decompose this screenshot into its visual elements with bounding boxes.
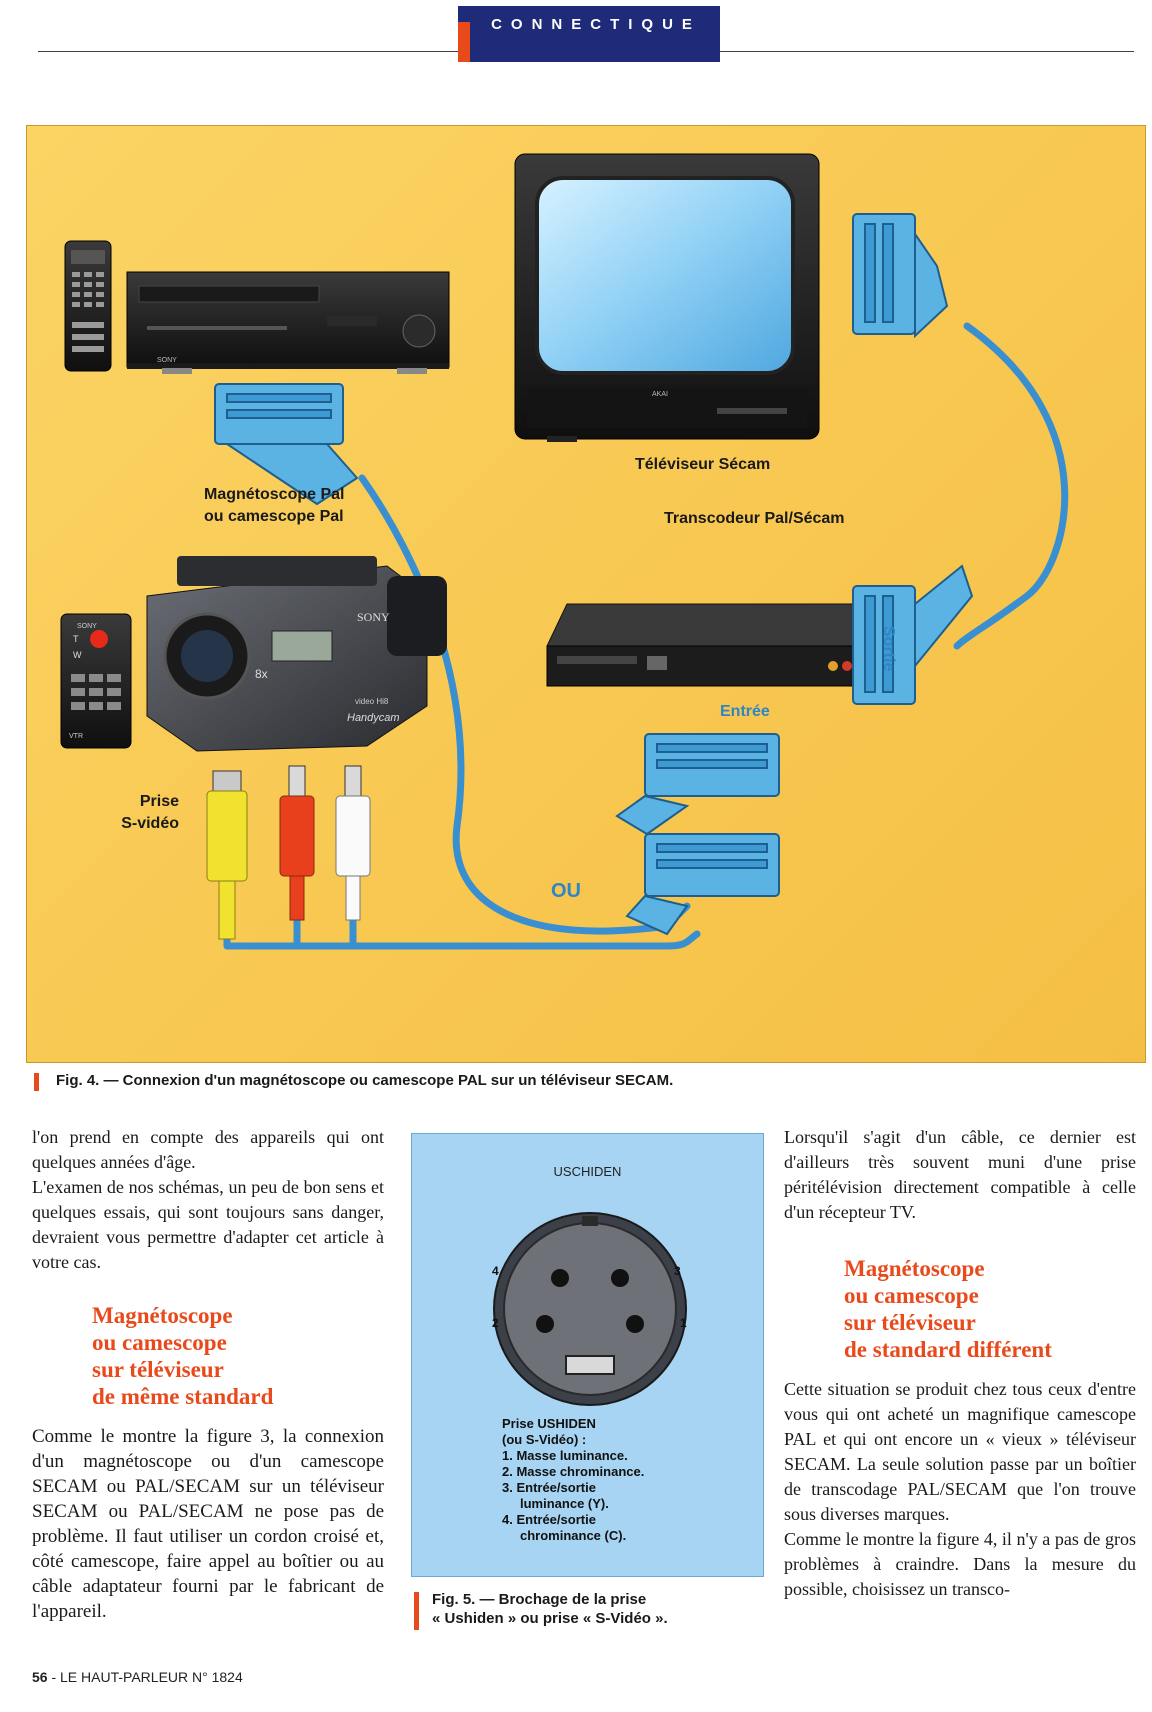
fig5-legend-item: 3. Entrée/sortie luminance (Y). xyxy=(502,1480,609,1511)
scart-connector-svideo xyxy=(625,833,780,936)
output-label: Sortie xyxy=(880,626,897,672)
fig5-legend-item: 2. Masse chrominance. xyxy=(502,1464,645,1479)
transcoder-device xyxy=(546,603,896,687)
pin-4-label: 4 xyxy=(492,1264,499,1278)
svideo-plug xyxy=(206,770,248,940)
source-label-line1: Magnétoscope Pal xyxy=(204,486,345,503)
rca-plug-white xyxy=(335,765,371,921)
page-footer: 56 - LE HAUT-PARLEUR N° 1824 xyxy=(32,1669,243,1685)
col1-heading: Magnétoscope ou camescope sur téléviseur… xyxy=(92,1302,273,1410)
col1-para2: L'examen de nos schémas, un peu de bon s… xyxy=(32,1177,384,1272)
col1-heading-line3: sur téléviseur xyxy=(92,1357,224,1382)
col3-heading-line1: Magnétoscope xyxy=(844,1256,985,1281)
svideo-label-line1: Prise xyxy=(139,793,179,810)
column-1-bottom: Comme le montre la figure 3, la connexio… xyxy=(32,1424,384,1624)
cable-vcr-to-input xyxy=(358,474,691,935)
transcoder-label: Transcodeur Pal/Sécam xyxy=(664,510,845,527)
vcr-device: SONY xyxy=(126,271,450,374)
scart-connector-vcr xyxy=(214,383,359,506)
figure-4-connection-diagram: SONY AKAI SONY T W VTR xyxy=(26,125,1146,1063)
cable-svideo-bus xyxy=(223,912,701,950)
fig5-caption-line2: « Ushiden » ou prise « S-Vidéo ». xyxy=(432,1610,668,1627)
col3-heading-line2: ou camescope xyxy=(844,1283,979,1308)
cables xyxy=(223,322,1069,950)
camcorder-model: Handycam xyxy=(347,712,400,724)
camcorder-brand: SONY xyxy=(357,610,390,624)
camcorder-badge: video Hi8 xyxy=(355,697,389,706)
col1-para3: Comme le montre la figure 3, la connexio… xyxy=(32,1426,384,1622)
fig4-caption: Fig. 4. — Connexion d'un magnétoscope ou… xyxy=(56,1072,674,1089)
col3-para2: Cette situation se produit chez tous ceu… xyxy=(784,1379,1136,1524)
fig5-caption-bar xyxy=(414,1592,419,1630)
col1-heading-line4: de même standard xyxy=(92,1384,274,1409)
col1-heading-line1: Magnétoscope xyxy=(92,1303,233,1328)
section-header xyxy=(458,6,720,62)
column-1-top: l'on prend en compte des appareils qui o… xyxy=(32,1125,384,1275)
source-label: Magnétoscope Pal ou camescope Pal xyxy=(204,484,344,527)
pin-2-label: 2 xyxy=(492,1316,499,1330)
remote-brand: SONY xyxy=(77,623,97,630)
scart-connector-output xyxy=(852,564,974,705)
vcr-remote-control xyxy=(64,240,112,372)
figure-5-ushiden-pinout: USCHIDEN 4 3 2 1 Prise USHIDEN (ou S-Vid… xyxy=(411,1133,764,1577)
publication-name: - LE HAUT-PARLEUR N° 1824 xyxy=(51,1669,243,1685)
tv-device: AKAI xyxy=(514,153,820,442)
page-number: 56 xyxy=(32,1669,48,1685)
fig5-caption: Fig. 5. — Brochage de la prise « Ushiden… xyxy=(432,1590,668,1628)
camcorder-remote-control: SONY T W VTR xyxy=(60,613,132,749)
tv-brand: AKAI xyxy=(652,391,668,398)
pin-3-label: 3 xyxy=(674,1264,681,1278)
svideo-label: Prise S-vidéo xyxy=(109,791,179,834)
col3-para1: Lorsqu'il s'agit d'un câble, ce dernier … xyxy=(784,1127,1136,1222)
camcorder-device: SONY Handycam video Hi8 8x xyxy=(146,556,447,752)
header-rule-right xyxy=(720,51,1134,52)
cable-tv-to-output xyxy=(953,322,1069,650)
remote-vtr-label: VTR xyxy=(69,733,83,740)
tv-label: Téléviseur Sécam xyxy=(635,456,771,473)
col1-para1: l'on prend en compte des appareils qui o… xyxy=(32,1127,384,1172)
remote-w-label: W xyxy=(73,650,82,660)
fig5-title: USCHIDEN xyxy=(553,1164,622,1179)
fig5-legend: Prise USHIDEN (ou S-Vidéo) : 1. Masse lu… xyxy=(502,1416,652,1544)
fig5-legend-title: Prise USHIDEN xyxy=(502,1416,596,1431)
col3-para3: Comme le montre la figure 4, il n'y a pa… xyxy=(784,1529,1136,1599)
column-3-bottom: Cette situation se produit chez tous ceu… xyxy=(784,1377,1136,1602)
col3-heading-line3: sur téléviseur xyxy=(844,1310,976,1335)
or-label: OU xyxy=(551,880,581,902)
column-3-top: Lorsqu'il s'agit d'un câble, ce dernier … xyxy=(784,1125,1136,1225)
connection-illustration: SONY AKAI SONY T W VTR xyxy=(60,153,1069,950)
camcorder-zoom: 8x xyxy=(255,667,268,681)
svideo-label-line2: S-vidéo xyxy=(121,814,179,832)
fig5-legend-subtitle: (ou S-Vidéo) : xyxy=(502,1432,587,1447)
col1-heading-line2: ou camescope xyxy=(92,1330,227,1355)
fig4-caption-bar xyxy=(34,1073,39,1091)
input-label: Entrée xyxy=(720,703,770,720)
section-title: CONNECTIQUE xyxy=(491,16,701,33)
pin-1-label: 1 xyxy=(680,1316,687,1330)
col3-heading: Magnétoscope ou camescope sur téléviseur… xyxy=(844,1255,1052,1363)
fig5-legend-item: 1. Masse luminance. xyxy=(502,1448,628,1463)
scart-connector-input xyxy=(615,733,780,836)
scart-connector-tv xyxy=(852,213,949,339)
col3-heading-line4: de standard différent xyxy=(844,1337,1052,1362)
remote-t-label: T xyxy=(73,634,79,644)
header-rule-left xyxy=(38,51,458,52)
ushiden-connector-drawing xyxy=(493,1212,687,1406)
fig5-caption-line1: Fig. 5. — Brochage de la prise xyxy=(432,1591,647,1608)
section-header-accent xyxy=(458,22,470,62)
rca-plug-red xyxy=(279,765,315,921)
fig5-legend-item: 4. Entrée/sortie chrominance (C). xyxy=(502,1512,627,1543)
vcr-brand: SONY xyxy=(157,357,177,364)
source-label-line2: ou camescope Pal xyxy=(204,507,344,525)
